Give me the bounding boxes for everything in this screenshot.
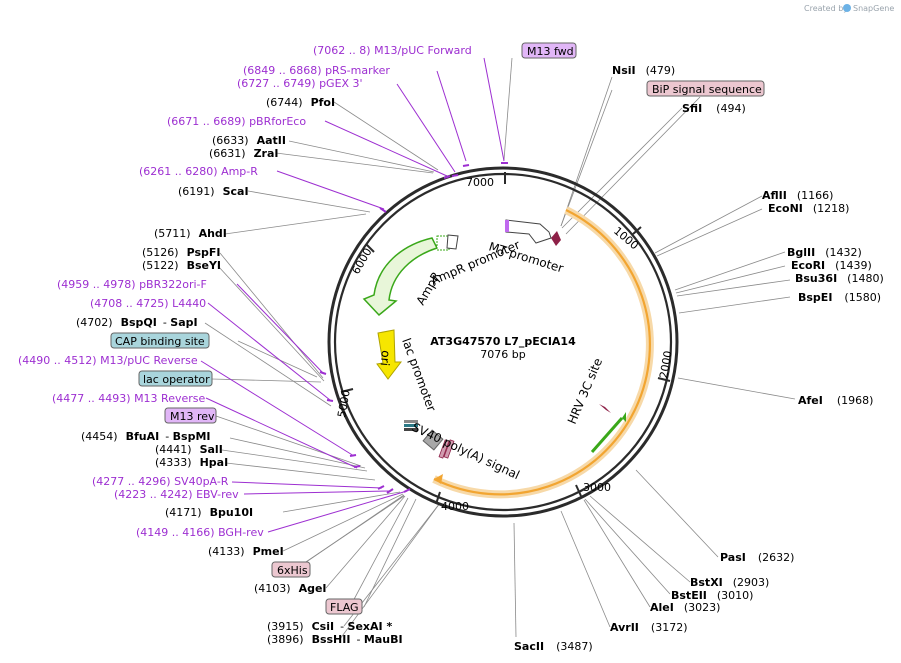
tick-5000: 5000 (335, 389, 353, 419)
orf-arrowhead (434, 474, 443, 484)
orf-arc (433, 209, 651, 496)
sv40-label: SV40 poly(A) signal (410, 420, 522, 482)
primer-amp-r: (6261 .. 6280) Amp-R (139, 165, 258, 178)
mt-promoter-start (505, 220, 509, 232)
tick-2000: 2000 (657, 350, 675, 380)
mt-promoter-arrow (505, 219, 552, 244)
credit-prefix: Created by (804, 4, 848, 13)
snapgene-credit: Created by SnapGene (804, 4, 894, 13)
badge-m13fwd: M13 fwd (521, 42, 577, 59)
tick-3000: 3000 (583, 481, 611, 494)
enzyme-bpu10i: (4171)Bpu10I (165, 506, 253, 519)
plasmid-name: AT3G47570 L7_pECIA14 (430, 335, 576, 348)
enzyme-bfuai-bspmi: (4454)BfuAI- BspMI (81, 430, 211, 443)
enzyme-econi: EcoNI(1218) (768, 202, 849, 215)
badge-his-text: 6xHis (277, 564, 308, 577)
bip-signal-mark (551, 231, 561, 246)
leader-lines (204, 57, 796, 640)
credit-brand: SnapGene (853, 4, 894, 13)
ampr-promoter-arrow (446, 234, 459, 250)
primer-marks (319, 162, 508, 494)
ori-arrow (376, 329, 403, 380)
enzyme-scai: (6191)ScaI (178, 185, 249, 198)
enzyme-hpai: (4333)HpaI (155, 456, 228, 469)
tag-marks (438, 439, 455, 459)
enzyme-nsii: NsiI(479) (612, 64, 675, 77)
primer-pbrforeco: (6671 .. 6689) pBRforEco (167, 115, 306, 128)
enzyme-ecori: EcoRI(1439) (791, 259, 872, 272)
badge-flag-text: FLAG (330, 601, 359, 614)
enzyme-pfoi: (6744)PfoI (266, 96, 335, 109)
primer-pgex3: (6727 .. 6749) pGEX 3' (237, 77, 363, 90)
badge-lacop-text: lac operator (143, 373, 210, 386)
enzyme-aflii: AflII(1166) (762, 189, 833, 202)
hrv-arrowhead (622, 412, 626, 422)
enzyme-sfii: SfiI(494) (682, 102, 746, 115)
enzyme-zrai: (6631)ZraI (209, 147, 279, 160)
sv40-box (422, 429, 444, 451)
enzyme-bseyi: (5122)BseYI (142, 259, 221, 272)
enzyme-agei: (4103)AgeI (254, 582, 327, 595)
enzyme-alei: AleI(3023) (650, 601, 720, 614)
badge-m13rev-text: M13 rev (170, 410, 215, 423)
enzyme-csii-sexai: (3915)CsiI- SexAI * (267, 620, 392, 633)
enzyme-bsshii-maubi: (3896)BssHII- MauBI (267, 633, 403, 646)
primer-pbr322ori-f: (4959 .. 4978) pBR322ori-F (57, 278, 207, 291)
enzyme-bstxi: BstXI(2903) (690, 576, 769, 589)
enzyme-sacii: SacII(3487) (514, 640, 593, 653)
enzyme-bsu36i: Bsu36I(1480) (795, 272, 884, 285)
enzyme-pmei: (4133)PmeI (208, 545, 284, 558)
snapgene-logo-icon (843, 4, 851, 12)
backbone (327, 166, 679, 518)
enzyme-ahdi: (5711)AhdI (154, 227, 227, 240)
enzyme-pspfi: (5126)PspFI (142, 246, 220, 259)
enzyme-sali: (4441)SalI (155, 443, 223, 456)
tick-7000: 7000 (466, 176, 494, 189)
primer-m13-reverse: (4477 .. 4493) M13 Reverse (52, 392, 205, 405)
badge-lacop: lac operator (138, 370, 213, 387)
primer-prs-marker: (6849 .. 6868) pRS-marker (243, 64, 390, 77)
tick-6000: 6000 (349, 246, 374, 277)
badge-cap-text: CAP binding site (115, 335, 205, 348)
ticks (340, 172, 671, 505)
primer-bgh-rev: (4149 .. 4166) BGH-rev (136, 526, 264, 539)
plasmid-length: 7076 bp (480, 348, 525, 361)
enzyme-afei: AfeI(1968) (798, 394, 873, 407)
tick-4000: 4000 (441, 500, 469, 513)
enzyme-aatii: (6633)AatII (212, 134, 286, 147)
badge-cap: CAP binding site (110, 332, 210, 349)
enzyme-bglii: BglII(1432) (787, 246, 862, 259)
ori-label: ori (378, 350, 393, 367)
enzyme-bspqi-sapi: (4702)BspQI- SapI (76, 316, 198, 329)
enzyme-pasi: PasI(2632) (720, 551, 794, 564)
primer-m13puc-fwd: (7062 .. 8) M13/pUC Forward (313, 44, 472, 57)
hrv-arrow (590, 417, 624, 453)
badge-his: 6xHis (271, 561, 311, 578)
hrv-mark (599, 404, 611, 413)
hrv-label: HRV 3C site (565, 356, 605, 426)
badge-bip-text: BiP signal sequence (652, 83, 762, 96)
primer-ebv-rev: (4223 .. 4242) EBV-rev (114, 488, 239, 501)
primer-m13puc-rev: (4490 .. 4512) M13/pUC Reverse (18, 354, 198, 367)
badge-flag: FLAG (325, 598, 363, 615)
enzyme-bsteii: BstEII(3010) (671, 589, 753, 602)
lac-region-marks (404, 420, 418, 431)
enzyme-avrii: AvrII(3172) (610, 621, 687, 634)
primer-leaders (200, 57, 505, 533)
badge-m13fwd-text: M13 fwd (527, 45, 574, 58)
primer-l4440: (4708 .. 4725) L4440 (90, 297, 206, 310)
enzyme-bspei: BspEI(1580) (798, 291, 881, 304)
badge-bip: BiP signal sequence (646, 80, 765, 97)
badge-m13rev: M13 rev (164, 407, 217, 424)
primer-sv40pa-r: (4277 .. 4296) SV40pA-R (92, 475, 229, 488)
